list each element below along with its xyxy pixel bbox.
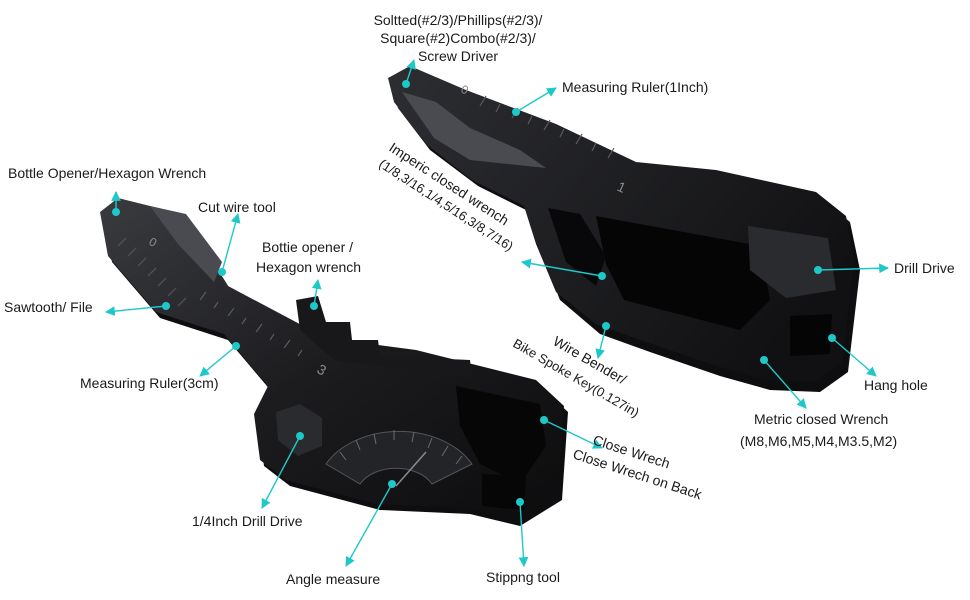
protractor-ticks [339, 430, 463, 465]
callout-leaders [105, 59, 889, 567]
right-key-tool [388, 66, 860, 392]
left-sawtooth-ticks [117, 237, 187, 307]
label-drill-drive: Drill Drive [894, 260, 955, 276]
label-ruler-inch: Measuring Ruler(1Inch) [562, 79, 708, 95]
right-key-blade [402, 92, 546, 168]
left-key-close-wrench-opening [456, 386, 546, 484]
label-bottle-hex-mid-line2: Hexagon wrench [256, 259, 361, 275]
label-bottle-hex-mid-line1: Bottie opener / [262, 239, 353, 255]
protractor-needle [395, 451, 427, 487]
right-key-wrench-opening [596, 216, 770, 330]
label-metric-wrench-line2: (M8,M6,M5,M4,M3.5,M2) [740, 433, 897, 449]
label-sawtooth: Sawtooth/ File [4, 299, 93, 315]
label-ruler-cm: Measuring Ruler(3cm) [80, 375, 218, 391]
right-key-wire-bender [548, 208, 606, 286]
left-key-face [100, 198, 564, 520]
label-hang-hole: Hang hole [864, 377, 928, 393]
label-screwdriver-line1: Soltted(#2/3)/Phillips(#2/3)/ [374, 12, 543, 28]
left-ruler-ticks [199, 291, 303, 357]
left-key-cut-wire-blade [150, 206, 222, 282]
left-key-tool [100, 198, 568, 526]
label-cut-wire: Cut wire tool [198, 199, 276, 215]
label-drill-quarter: 1/4Inch Drill Drive [192, 513, 303, 529]
left-key-teeth [296, 296, 472, 378]
label-stripping-tool: Stippng tool [486, 569, 560, 585]
label-angle-measure: Angle measure [286, 571, 380, 587]
label-screwdriver-line2: Square(#2)Combo(#2/3)/ [380, 30, 536, 46]
label-bottle-hex-left: Bottle Opener/Hexagon Wrench [8, 165, 206, 181]
left-key-protractor [325, 430, 473, 485]
right-key-drill-socket [748, 226, 836, 298]
callout-dots [112, 80, 836, 506]
label-metric-wrench-line1: Metric closed Wrench [754, 411, 888, 427]
right-key-hang-hole [790, 314, 832, 356]
left-key-hex-socket [276, 404, 322, 456]
left-key-stripping-hole [482, 474, 526, 510]
label-screwdriver-line3: Screw Driver [418, 48, 498, 64]
